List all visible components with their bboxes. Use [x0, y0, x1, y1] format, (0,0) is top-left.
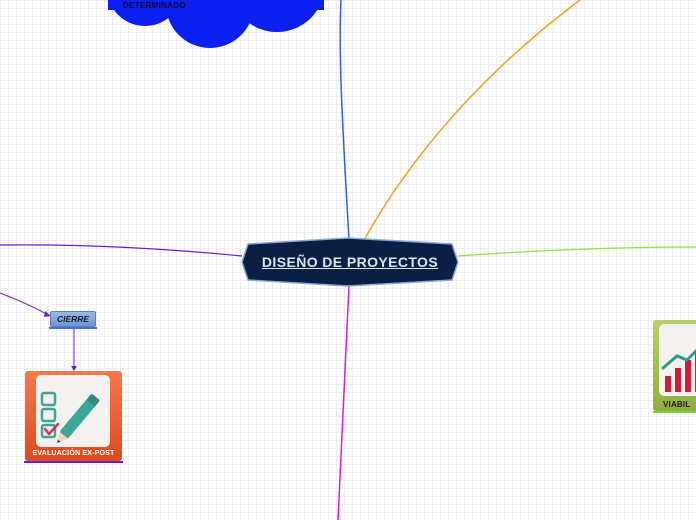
arrowhead-cierre: [44, 311, 51, 317]
branch-line-left: [0, 244, 243, 257]
branch-line-top-right: [363, 0, 581, 241]
cloud-topic-label[interactable]: DETERMINADO: [123, 1, 186, 10]
cloud-topic-shape[interactable]: [107, 0, 325, 48]
branch-line-bottom: [337, 284, 350, 520]
branch-line-top: [339, 0, 350, 241]
central-topic-label[interactable]: DISEÑO DE PROYECTOS: [261, 254, 439, 270]
cierre-underline: [49, 327, 97, 329]
viabilidad-label: VIABIL: [663, 400, 691, 409]
viabilidad-underline: [653, 411, 696, 413]
cierre-topic[interactable]: CIERRE: [50, 311, 96, 327]
arrowhead-evaluacion: [71, 366, 77, 371]
checklist-pencil-icon: [36, 375, 110, 447]
cierre-label: CIERRE: [56, 314, 90, 324]
branch-line-right: [457, 246, 696, 257]
viabilidad-topic[interactable]: VIABIL: [653, 320, 696, 411]
evaluacion-ex-post-topic[interactable]: EVALUACIÓN EX-POST: [25, 371, 122, 461]
evaluacion-underline: [24, 461, 123, 463]
central-topic-shape[interactable]: [241, 237, 459, 287]
branch-line-to-cierre: [0, 292, 51, 317]
evaluacion-ex-post-label: EVALUACIÓN EX-POST: [32, 450, 115, 457]
bar-chart-growth-icon: [659, 324, 696, 396]
